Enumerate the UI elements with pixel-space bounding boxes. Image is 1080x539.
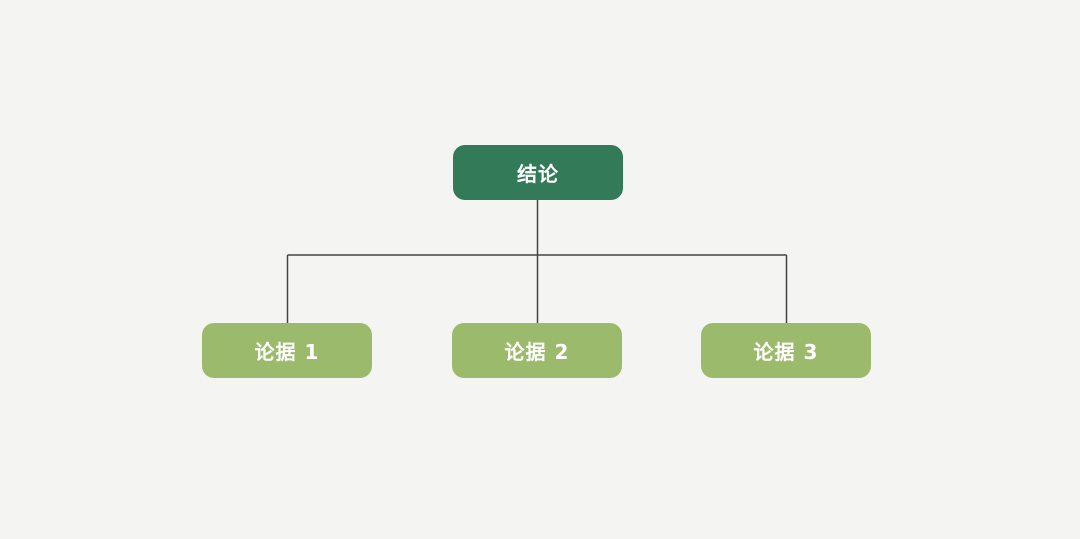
root-node-label: 结论 (517, 162, 559, 186)
child-node-argument-2[interactable]: 论据 2 (452, 323, 622, 378)
child-node-label: 论据 3 (753, 340, 819, 364)
root-node-conclusion[interactable]: 结论 (453, 145, 623, 200)
elbow-connector-path (286, 200, 788, 323)
child-node-label: 论据 2 (504, 340, 570, 364)
child-node-label: 论据 1 (254, 340, 320, 364)
child-node-argument-1[interactable]: 论据 1 (202, 323, 372, 378)
child-node-argument-3[interactable]: 论据 3 (701, 323, 871, 378)
